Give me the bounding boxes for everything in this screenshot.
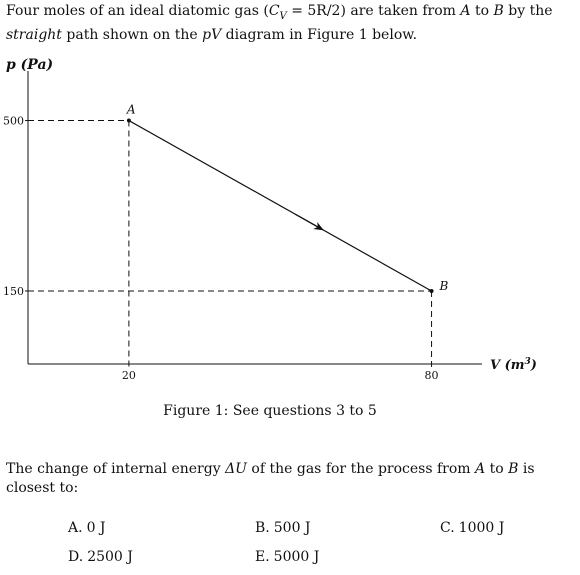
choice-c-letter: C. — [440, 520, 455, 536]
choice-b-letter: B. — [255, 520, 270, 536]
axis-ticks: 500 150 20 80 — [3, 115, 439, 382]
point-b — [429, 288, 434, 293]
point-label-b: B — [439, 279, 449, 293]
point-b-ref: B — [493, 3, 504, 19]
intro-text-2: by the — [503, 3, 553, 19]
question-point-a: A — [475, 461, 486, 477]
choice-e-letter: E. — [255, 549, 270, 565]
x-axis-label: V (m3) — [490, 357, 537, 373]
choice-c[interactable]: C.1000 J — [440, 520, 504, 536]
question-part-3: is closest to: — [6, 461, 535, 496]
direction-arrow — [295, 213, 324, 231]
choice-b-text: 500 J — [273, 520, 311, 536]
intro-to: to — [470, 3, 494, 19]
choice-d-text: 2500 J — [87, 549, 133, 565]
intro-text-4: diagram in Figure 1 below. — [221, 26, 418, 43]
problem-intro: Four moles of an ideal diatomic gas (CV … — [6, 2, 572, 45]
y-tick-label-0: 500 — [3, 115, 24, 128]
y-tick-label-1: 150 — [3, 285, 24, 298]
choice-b[interactable]: B.500 J — [255, 520, 311, 536]
x-tick-label-0: 20 — [122, 369, 136, 382]
y-axis-label: p (Pa) — [6, 57, 53, 73]
intro-text-3: path shown on the — [61, 26, 203, 43]
question-part-2: of the gas for the process from — [246, 461, 476, 477]
choice-d-letter: D. — [68, 549, 84, 565]
cv-subscript: V — [279, 10, 287, 22]
figure-caption: Figure 1: See questions 3 to 5 — [163, 403, 377, 419]
choice-d[interactable]: D.2500 J — [68, 549, 133, 565]
straight-word: straight — [6, 26, 62, 43]
cv-equation: = 5R/2) are taken from — [286, 3, 461, 19]
x-tick-label-1: 80 — [425, 369, 439, 382]
pv-word: pV — [202, 26, 222, 43]
cv-symbol: C — [268, 3, 280, 19]
point-a-ref: A — [460, 3, 471, 19]
choice-a[interactable]: A.0 J — [68, 520, 106, 536]
state-points: AB — [126, 103, 449, 293]
dashed-guides — [28, 120, 433, 368]
point-a — [126, 118, 131, 123]
delta-u-symbol: ΔU — [225, 461, 247, 477]
question-part-1: The change of internal energy — [6, 461, 226, 477]
choice-e[interactable]: E.5000 J — [255, 549, 319, 565]
choice-c-text: 1000 J — [458, 520, 505, 536]
question-point-b: B — [508, 461, 519, 477]
choice-a-letter: A. — [68, 520, 83, 536]
question-text: The change of internal energy ΔU of the … — [6, 460, 572, 498]
choice-e-text: 5000 J — [273, 549, 320, 565]
choice-a-text: 0 J — [86, 520, 106, 536]
intro-text-1: Four moles of an ideal diatomic gas ( — [6, 3, 269, 19]
process-path-a-to-b — [128, 120, 432, 292]
point-label-a: A — [126, 103, 136, 117]
question-to: to — [485, 461, 509, 477]
